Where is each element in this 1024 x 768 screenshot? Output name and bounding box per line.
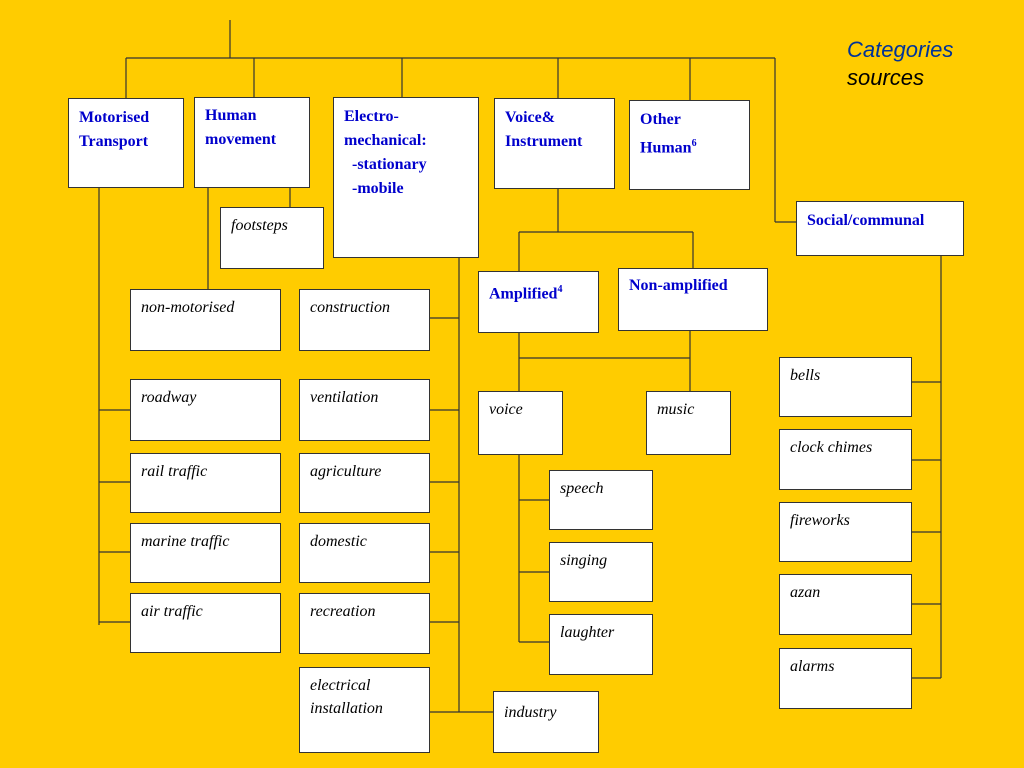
item-singing: singing: [549, 542, 653, 602]
item-label: construction: [310, 299, 390, 316]
item-construction: construction: [299, 289, 430, 351]
item-alarms: alarms: [779, 648, 912, 709]
item-ventilation: ventilation: [299, 379, 430, 441]
item-bells: bells: [779, 357, 912, 417]
item-marine-traffic: marine traffic: [130, 523, 281, 583]
category-other-human: Other Human6: [629, 100, 750, 190]
item-label: bells: [790, 367, 821, 384]
item-azan: azan: [779, 574, 912, 635]
item-domestic: domestic: [299, 523, 430, 583]
item-speech: speech: [549, 470, 653, 530]
category-label: Other Human: [640, 111, 692, 157]
category-label-line: Voice&: [505, 109, 556, 126]
item-roadway: roadway: [130, 379, 281, 441]
category-label-line: movement: [205, 131, 277, 148]
slide-title: Categories sources: [847, 36, 953, 92]
item-label: singing: [560, 552, 608, 569]
item-industry: industry: [493, 691, 599, 753]
item-label: rail traffic: [141, 463, 208, 480]
category-electro-mechanical: Electro- mechanical: -stationary -mobile: [333, 97, 479, 258]
category-label-line: Motorised: [79, 109, 150, 126]
category-label-line: -stationary: [344, 156, 427, 173]
category-label-line: Electro-: [344, 108, 399, 125]
category-non-amplified: Non-amplified: [618, 268, 768, 331]
item-label: recreation: [310, 603, 376, 620]
category-label: Amplified: [489, 285, 558, 303]
item-music: music: [646, 391, 731, 455]
item-label: clock chimes: [790, 439, 873, 456]
category-amplified: Amplified4: [478, 271, 599, 333]
category-social-communal: Social/communal: [796, 201, 964, 256]
item-label: industry: [504, 704, 557, 721]
item-label: ventilation: [310, 389, 379, 406]
item-electrical-installation: electrical installation: [299, 667, 430, 753]
item-footsteps: footsteps: [220, 207, 324, 269]
category-label-line: Human: [205, 107, 257, 124]
category-human-movement: Human movement: [194, 97, 310, 188]
category-motorised-transport: Motorised Transport: [68, 98, 184, 188]
category-label: Non-amplified: [629, 277, 728, 294]
item-voice: voice: [478, 391, 563, 455]
title-line-2: sources: [847, 65, 925, 90]
category-label: Social/communal: [807, 212, 925, 229]
item-clock-chimes: clock chimes: [779, 429, 912, 490]
category-label-line: mechanical:: [344, 132, 427, 149]
item-label: alarms: [790, 658, 835, 675]
item-recreation: recreation: [299, 593, 430, 654]
title-line-1: Categories: [847, 37, 954, 62]
item-rail-traffic: rail traffic: [130, 453, 281, 513]
item-label: roadway: [141, 389, 197, 406]
item-label: voice: [489, 401, 523, 418]
category-label-line: -mobile: [344, 180, 404, 197]
item-label: footsteps: [231, 217, 288, 234]
item-label: laughter: [560, 624, 615, 641]
item-fireworks: fireworks: [779, 502, 912, 562]
item-air-traffic: air traffic: [130, 593, 281, 653]
item-label-line: electrical: [310, 677, 371, 694]
item-label: speech: [560, 480, 604, 497]
item-label: air traffic: [141, 603, 203, 620]
item-label: music: [657, 401, 695, 418]
item-label-line: installation: [310, 700, 383, 717]
item-label: marine traffic: [141, 533, 230, 550]
item-label: fireworks: [790, 512, 850, 529]
category-label-line: Instrument: [505, 133, 583, 150]
item-non-motorised: non-motorised: [130, 289, 281, 351]
category-voice-instrument: Voice& Instrument: [494, 98, 615, 189]
item-label: domestic: [310, 533, 367, 550]
footnote-marker: 6: [691, 138, 697, 149]
item-label: non-motorised: [141, 299, 235, 316]
item-label: azan: [790, 584, 821, 601]
footnote-marker: 4: [557, 284, 563, 295]
item-laughter: laughter: [549, 614, 653, 675]
item-agriculture: agriculture: [299, 453, 430, 513]
category-label-line: Transport: [79, 133, 149, 150]
item-label: agriculture: [310, 463, 382, 480]
